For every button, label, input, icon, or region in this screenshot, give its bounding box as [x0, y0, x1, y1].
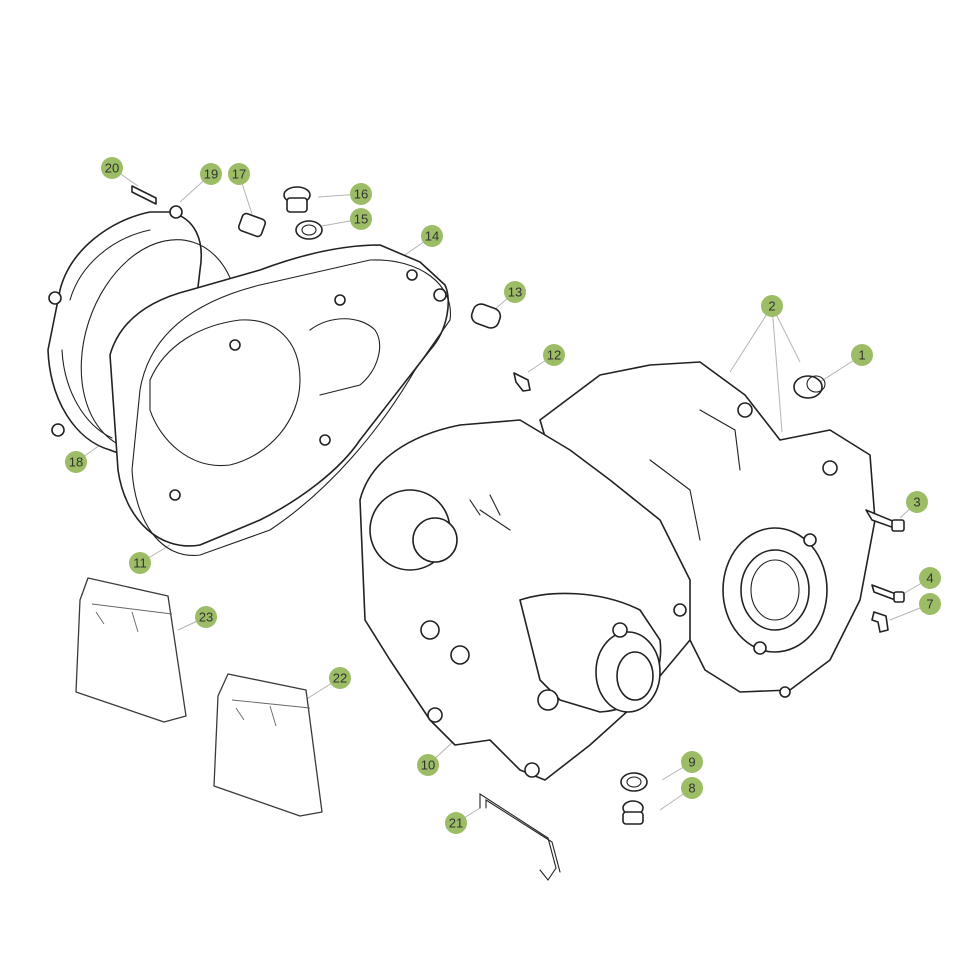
- callout-21-label: 21: [449, 816, 463, 831]
- callout-14-label: 14: [425, 229, 439, 244]
- callout-8-label: 8: [688, 781, 695, 796]
- callout-19-label: 19: [204, 167, 218, 182]
- sealant-bag-23: [75, 577, 187, 723]
- callout-2-label: 2: [768, 299, 775, 314]
- washer-15: [295, 220, 323, 240]
- crankcase-right-half: [539, 361, 876, 698]
- callout-7: 7: [919, 593, 941, 615]
- callout-23-label: 23: [199, 610, 213, 625]
- callout-2: 2: [761, 295, 783, 317]
- callout-8: 8: [681, 777, 703, 799]
- rod-21: [479, 792, 561, 881]
- callout-20-label: 20: [105, 161, 119, 176]
- callout-12: 12: [543, 344, 565, 366]
- callout-9: 9: [681, 751, 703, 773]
- screw-20: [131, 185, 157, 205]
- callout-21: 21: [445, 812, 467, 834]
- callout-1-label: 1: [858, 348, 865, 363]
- callout-17-label: 17: [232, 167, 246, 182]
- callout-13: 13: [504, 281, 526, 303]
- callout-9-label: 9: [688, 755, 695, 770]
- bearing-sleeve-1: [793, 375, 826, 399]
- callout-4: 4: [919, 567, 941, 589]
- callout-10: 10: [417, 754, 439, 776]
- callout-23: 23: [195, 606, 217, 628]
- callout-18: 18: [65, 451, 87, 473]
- washer-9: [620, 772, 648, 792]
- callout-22: 22: [329, 667, 351, 689]
- bolt-4: [871, 584, 905, 603]
- sleeve-13: [470, 303, 502, 329]
- callout-11-label: 11: [133, 556, 147, 571]
- callout-15: 15: [350, 208, 372, 230]
- callout-3-label: 3: [913, 495, 920, 510]
- clutch-cover: [109, 244, 450, 547]
- callout-13-label: 13: [508, 285, 522, 300]
- callout-15-label: 15: [354, 212, 368, 227]
- elbow-fitting-7: [871, 611, 889, 633]
- callout-19: 19: [200, 163, 222, 185]
- callout-14: 14: [421, 225, 443, 247]
- callout-10-label: 10: [421, 758, 435, 773]
- callout-18-label: 18: [69, 455, 83, 470]
- callout-17: 17: [228, 163, 250, 185]
- callout-1: 1: [851, 344, 873, 366]
- callout-4-label: 4: [926, 571, 933, 586]
- callout-11: 11: [129, 552, 151, 574]
- callout-16-label: 16: [354, 187, 368, 202]
- clutch-cover-gasket: [131, 259, 451, 556]
- sealant-bag-22: [213, 673, 323, 817]
- plug-16: [283, 186, 311, 213]
- dowel-12: [513, 372, 531, 392]
- drain-plug-8: [622, 800, 644, 825]
- crankcase-left-half: [359, 419, 691, 781]
- bolt-3: [865, 509, 905, 532]
- callout-7-label: 7: [926, 597, 933, 612]
- callout-20: 20: [101, 157, 123, 179]
- plug-17: [237, 212, 267, 238]
- callout-3: 3: [906, 491, 928, 513]
- callout-16: 16: [350, 183, 372, 205]
- callout-22-label: 22: [333, 671, 347, 686]
- callout-12-label: 12: [547, 348, 561, 363]
